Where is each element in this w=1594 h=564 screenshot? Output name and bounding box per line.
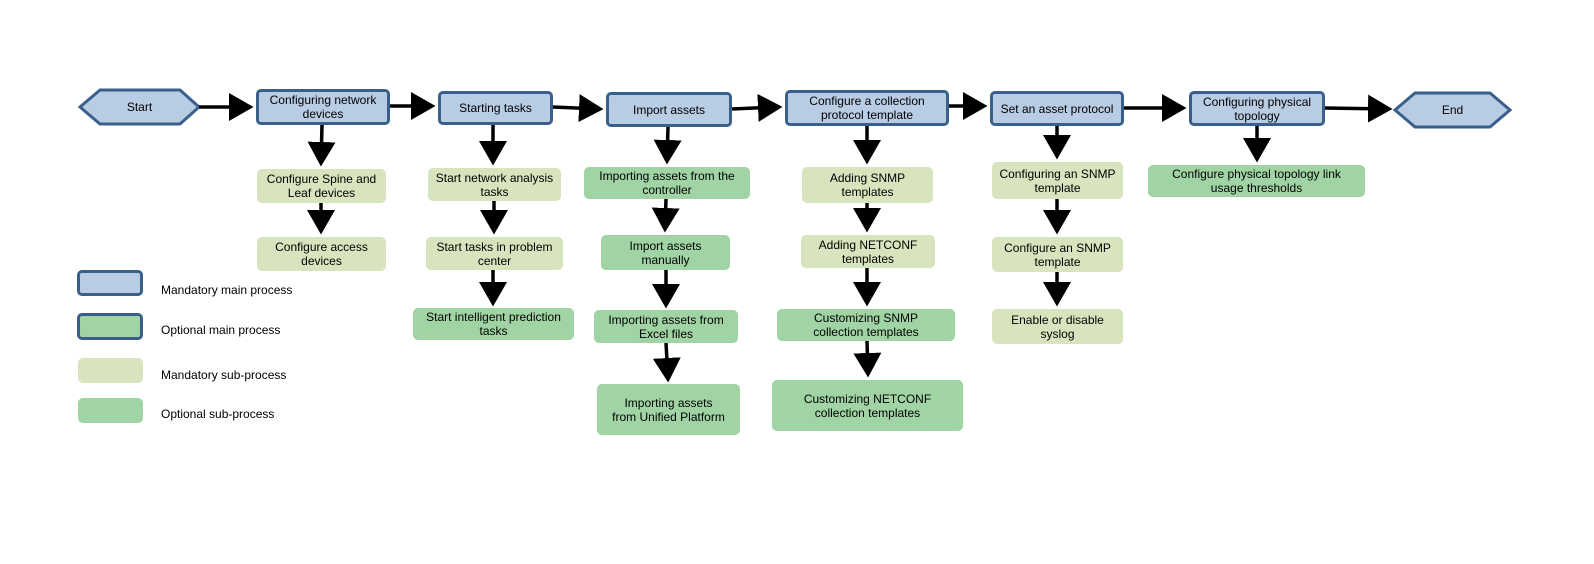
sub-customizing-netconf-templates: Customizing NETCONF collection templates bbox=[772, 380, 963, 431]
sub-label: Configure physical topology link usage t… bbox=[1172, 167, 1341, 195]
sub-intelligent-prediction-tasks: Start intelligent prediction tasks bbox=[413, 308, 574, 340]
sub-problem-center-tasks: Start tasks in problem center bbox=[426, 237, 563, 270]
legend-swatch-mandatory-sub bbox=[78, 358, 143, 383]
legend-swatch-optional-main bbox=[77, 313, 143, 340]
sub-label: Customizing NETCONF collection templates bbox=[803, 391, 932, 420]
legend-swatch-optional-sub bbox=[78, 398, 143, 423]
arrow-assets-sub1 bbox=[653, 126, 682, 165]
main-label: Set an asset protocol bbox=[1000, 101, 1114, 116]
sub-adding-netconf-templates: Adding NETCONF templates bbox=[801, 235, 935, 268]
sub-adding-snmp-templates: Adding SNMP templates bbox=[802, 167, 933, 203]
main-label: Configure a collection protocol template bbox=[809, 94, 925, 122]
main-configuring-network-devices: Configuring network devices bbox=[256, 89, 390, 125]
sub-label: Configure access devices bbox=[275, 240, 368, 268]
main-collection-protocol-template: Configure a collection protocol template bbox=[785, 90, 949, 126]
start-label: Start bbox=[126, 100, 153, 114]
sub-configure-access-devices: Configure access devices bbox=[257, 237, 386, 271]
arrow-collection-sub4 bbox=[853, 340, 882, 378]
legend-label-optional-main: Optional main process bbox=[161, 323, 281, 337]
main-set-asset-protocol: Set an asset protocol bbox=[990, 91, 1124, 126]
sub-customizing-snmp-templates: Customizing SNMP collection templates bbox=[777, 309, 955, 341]
sub-label: Start tasks in problem center bbox=[436, 239, 553, 268]
sub-network-analysis-tasks: Start network analysis tasks bbox=[428, 168, 561, 201]
main-starting-tasks: Starting tasks bbox=[438, 91, 553, 125]
main-label: Configuring network devices bbox=[269, 93, 377, 121]
main-configuring-physical-topology: Configuring physical topology bbox=[1189, 91, 1325, 126]
sub-configuring-snmp-template: Configuring an SNMP template bbox=[992, 162, 1123, 199]
arrow-assets-sub4 bbox=[652, 342, 681, 383]
sub-topology-link-thresholds: Configure physical topology link usage t… bbox=[1148, 165, 1365, 197]
end-terminal: End bbox=[1395, 93, 1510, 127]
legend-label-optional-sub: Optional sub-process bbox=[161, 407, 275, 421]
sub-label: Configure an SNMP template bbox=[1004, 240, 1111, 269]
main-import-assets: Import assets bbox=[606, 92, 732, 127]
sub-label: Import assets manually bbox=[629, 238, 702, 267]
sub-assets-from-excel: Importing assets from Excel files bbox=[594, 310, 738, 343]
sub-label: Start network analysis tasks bbox=[435, 170, 554, 199]
main-label: Starting tasks bbox=[459, 101, 532, 115]
sub-label: Configuring an SNMP template bbox=[999, 166, 1116, 195]
start-terminal: Start bbox=[80, 90, 199, 124]
sub-label: Importing assets from Unified Platform bbox=[612, 395, 725, 424]
end-label: End bbox=[1441, 103, 1464, 117]
arrow-topology-to-end bbox=[1324, 94, 1393, 123]
sub-assets-from-controller: Importing assets from the controller bbox=[584, 167, 750, 199]
sub-label: Customizing SNMP collection templates bbox=[813, 311, 919, 339]
sub-configure-snmp-template: Configure an SNMP template bbox=[992, 237, 1123, 272]
sub-configure-spine-leaf: Configure Spine and Leaf devices bbox=[257, 169, 386, 203]
main-label: Configuring physical topology bbox=[1202, 94, 1312, 123]
sub-import-assets-manually: Import assets manually bbox=[601, 235, 730, 270]
legend-label-mandatory-sub: Mandatory sub-process bbox=[161, 368, 287, 382]
sub-label: Adding NETCONF templates bbox=[818, 237, 918, 266]
arrow-assets-to-collection bbox=[731, 93, 783, 122]
sub-label: Enable or disable syslog bbox=[1011, 312, 1104, 341]
arrow-network-sub1 bbox=[307, 124, 336, 167]
main-label: Import assets bbox=[632, 102, 706, 117]
sub-label: Adding SNMP templates bbox=[829, 171, 906, 199]
arrow-tasks-to-assets bbox=[552, 94, 604, 123]
sub-enable-disable-syslog: Enable or disable syslog bbox=[992, 309, 1123, 344]
sub-label: Start intelligent prediction tasks bbox=[426, 310, 561, 338]
legend-swatch-mandatory-main bbox=[77, 270, 143, 296]
sub-label: Configure Spine and Leaf devices bbox=[266, 172, 377, 200]
legend-label-mandatory-main: Mandatory main process bbox=[161, 283, 293, 297]
sub-label: Importing assets from Excel files bbox=[608, 312, 724, 341]
sub-label: Importing assets from the controller bbox=[599, 169, 735, 197]
sub-assets-from-unified-platform: Importing assets from Unified Platform bbox=[597, 384, 740, 435]
arrow-assets-sub2 bbox=[651, 198, 680, 233]
end-terminal-shape bbox=[1392, 91, 1513, 129]
